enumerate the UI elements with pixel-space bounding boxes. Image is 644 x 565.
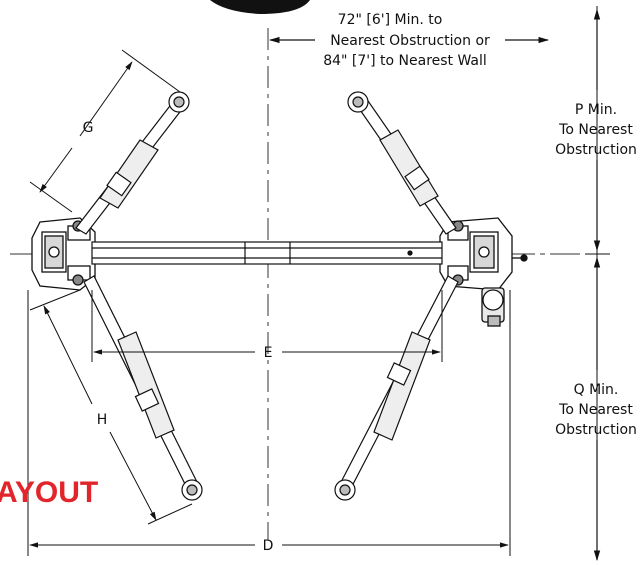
- right-column: [439, 217, 528, 327]
- dimension-g-label: G: [83, 120, 94, 136]
- p-note-line2: To Nearest: [558, 122, 633, 138]
- q-note-line2: To Nearest: [558, 402, 633, 418]
- dimension-h-label: H: [97, 412, 108, 428]
- q-note-line3: Obstruction: [555, 422, 637, 438]
- p-note-line1: P Min.: [575, 102, 617, 118]
- arm-upper-right: [347, 91, 457, 235]
- left-column: [31, 217, 96, 291]
- arm-upper-left: [75, 91, 190, 235]
- dimension-g: [29, 49, 181, 213]
- arm-lower-left: [83, 275, 203, 501]
- layout-banner: AYOUT: [0, 476, 98, 509]
- dimension-h: [29, 289, 193, 525]
- crossbeam: [91, 241, 443, 265]
- top-note-line2: Nearest Obstruction or: [330, 33, 490, 49]
- dimension-d-label: D: [263, 538, 274, 554]
- top-note-line1: 72" [6'] Min. to: [338, 12, 443, 28]
- dimension-d: [27, 290, 511, 556]
- dimension-e-label: E: [264, 345, 273, 361]
- p-note-line3: Obstruction: [555, 142, 637, 158]
- dimension-e: [91, 290, 443, 362]
- q-note-line1: Q Min.: [574, 382, 619, 398]
- top-note-line3: 84" [7'] to Nearest Wall: [323, 53, 487, 69]
- arm-lower-right: [334, 275, 459, 501]
- top-dark-shape: [210, 0, 310, 14]
